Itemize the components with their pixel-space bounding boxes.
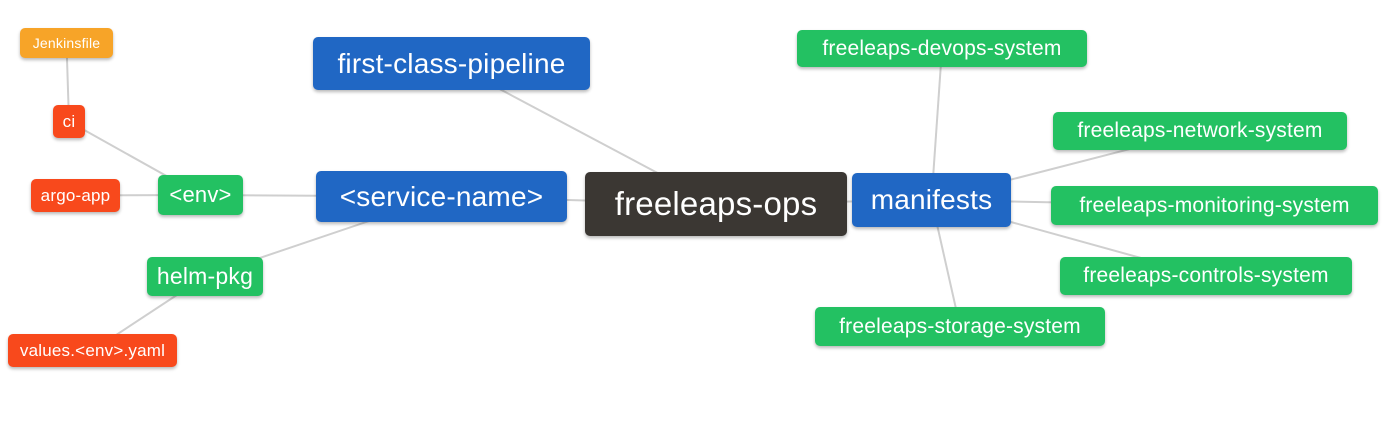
node-freeleaps-network-system[interactable]: freeleaps-network-system	[1053, 112, 1347, 150]
node-freeleaps-controls-system[interactable]: freeleaps-controls-system	[1060, 257, 1352, 295]
node-helm-pkg[interactable]: helm-pkg	[147, 257, 263, 296]
node-jenkinsfile[interactable]: Jenkinsfile	[20, 28, 113, 58]
node-env[interactable]: <env>	[158, 175, 243, 215]
node-freeleaps-storage-system[interactable]: freeleaps-storage-system	[815, 307, 1105, 346]
node-values-env-yaml[interactable]: values.<env>.yaml	[8, 334, 177, 367]
node-service-name[interactable]: <service-name>	[316, 171, 567, 222]
node-ci[interactable]: ci	[53, 105, 85, 138]
node-argo-app[interactable]: argo-app	[31, 179, 120, 212]
node-freeleaps-devops-system[interactable]: freeleaps-devops-system	[797, 30, 1087, 67]
node-freeleaps-ops[interactable]: freeleaps-ops	[585, 172, 847, 236]
node-freeleaps-monitoring-system[interactable]: freeleaps-monitoring-system	[1051, 186, 1378, 225]
node-manifests[interactable]: manifests	[852, 173, 1011, 227]
node-first-class-pipeline[interactable]: first-class-pipeline	[313, 37, 590, 90]
